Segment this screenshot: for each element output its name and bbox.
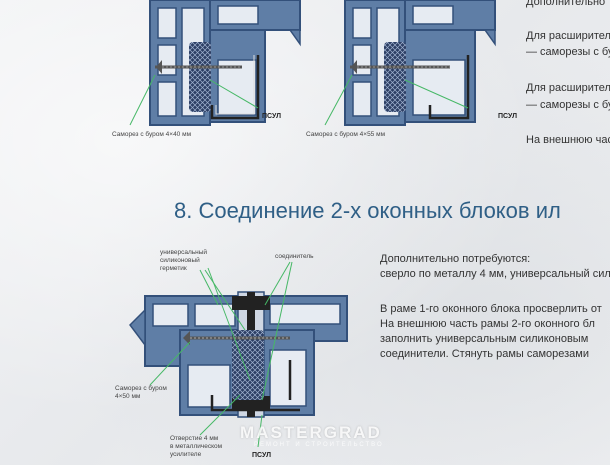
hole-label-1: Отверстие 4 мм <box>170 435 219 442</box>
watermark-subtitle: РЕМОНТ И СТРОИТЕЛЬСТВО <box>254 442 384 448</box>
top-text-line-4: Для расширител <box>526 82 610 94</box>
top-left-screw-label: Саморез с буром 4×40 мм <box>112 131 192 138</box>
top-text-line-2: Для расширител <box>526 30 610 42</box>
sealant-label-2: силиконовый <box>160 257 200 264</box>
top-text-line-6: На внешнюю час <box>526 134 610 146</box>
bottom-connection-diagram <box>129 261 348 448</box>
top-right-screw-label: Саморез с буром 4×55 мм <box>306 131 386 138</box>
hole-label-3: усилителе <box>170 451 202 458</box>
top-text-line-3: — саморезы с бу <box>526 46 610 58</box>
watermark-logo: MASTERGRAD <box>240 423 382 442</box>
sealant-label-1: универсальный <box>160 249 208 256</box>
screw-label-1: Саморез с буром <box>115 385 167 392</box>
section-text-p3: В раме 1-го оконного блока просверлить о… <box>380 303 602 315</box>
section-text-p5: заполнить универсальным силиконовым <box>380 333 589 345</box>
top-left-profile <box>129 0 301 126</box>
section-text-p2: сверло по металлу 4 мм, универсальный си… <box>380 268 610 280</box>
screw-label-2: 4×50 мм <box>115 393 141 400</box>
bottom-psul-label: ПСУЛ <box>252 452 271 459</box>
hole-label-2: в металлическом <box>170 443 223 450</box>
sealant-label-3: герметик <box>160 265 187 272</box>
top-right-psul-label: ПСУЛ <box>498 113 517 120</box>
top-text-line-1: Дополнительно <box>526 0 606 8</box>
section-text-p1: Дополнительно потребуются: <box>380 253 531 265</box>
top-left-psul-label: ПСУЛ <box>262 113 281 120</box>
top-right-profile <box>324 0 496 126</box>
section-heading: 8. Соединение 2-х оконных блоков ил <box>174 198 561 223</box>
section-text-p4: На внешнюю часть рамы 2-го оконного бл <box>380 318 595 330</box>
top-text-line-5: — саморезы с бу <box>526 99 610 111</box>
section-text-p6: соединители. Стянуть рамы саморезами <box>380 348 589 360</box>
connector-label: соединитель <box>275 253 314 260</box>
